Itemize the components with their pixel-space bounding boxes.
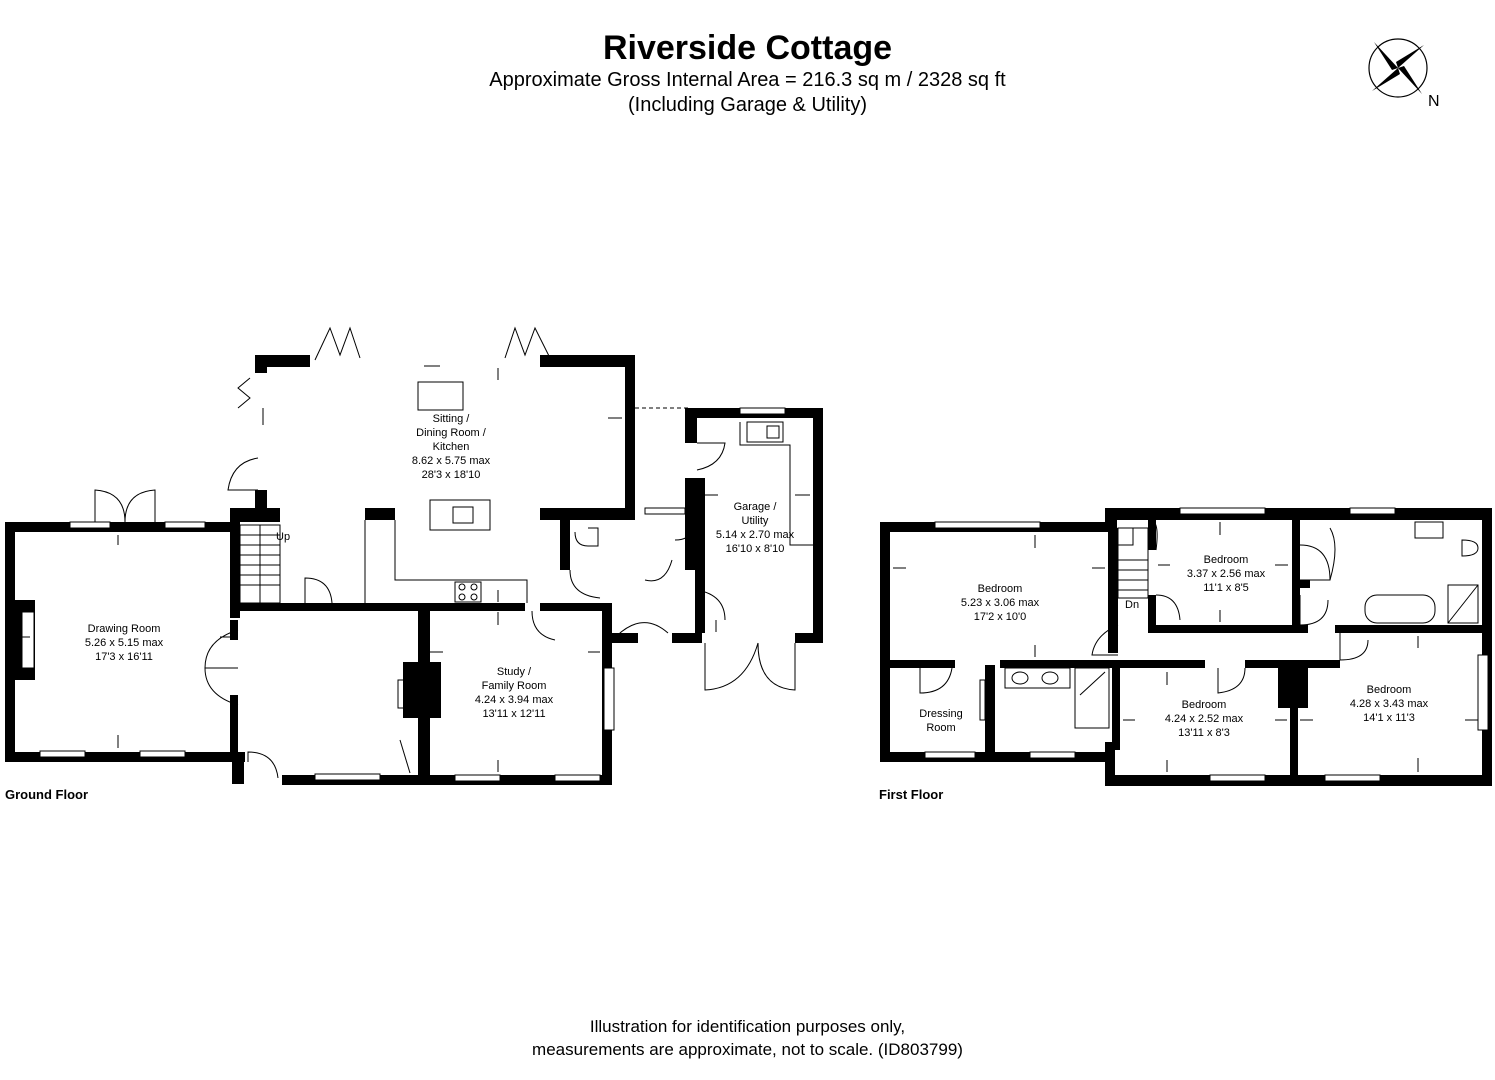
svg-text:Room: Room [926,722,955,734]
stairs-down-label: Dn [1125,599,1139,611]
svg-text:17'2 x 10'0: 17'2 x 10'0 [974,611,1027,623]
room-label-bedroom-1: Bedroom 5.23 x 3.06 max 17'2 x 10'0 [961,583,1040,623]
svg-text:4.24 x 3.94 max: 4.24 x 3.94 max [475,694,554,706]
svg-text:Bedroom: Bedroom [1204,554,1249,566]
svg-text:Bedroom: Bedroom [1182,699,1227,711]
first-floor-dimension-arrows [893,522,1478,772]
svg-text:5.26 x 5.15 max: 5.26 x 5.15 max [85,637,164,649]
first-floor-staircase: Dn [1117,527,1149,611]
first-floor-label: First Floor [879,787,943,802]
svg-text:5.23 x 3.06 max: 5.23 x 3.06 max [961,597,1040,609]
svg-text:Utility: Utility [742,515,769,527]
svg-text:Family Room: Family Room [482,680,547,692]
svg-text:Study /: Study / [497,666,532,678]
room-label-bedroom-2: Bedroom 3.37 x 2.56 max 11'1 x 8'5 [1187,554,1266,594]
room-label-study: Study / Family Room 4.24 x 3.94 max 13'1… [475,666,554,720]
svg-text:Bedroom: Bedroom [978,583,1023,595]
svg-text:11'1 x 8'5: 11'1 x 8'5 [1203,582,1249,594]
svg-text:16'10 x 8'10: 16'10 x 8'10 [726,543,785,555]
svg-text:8.62 x 5.75 max: 8.62 x 5.75 max [412,455,491,467]
svg-text:4.24 x 2.52 max: 4.24 x 2.52 max [1165,713,1244,725]
svg-text:Sitting /: Sitting / [433,413,471,425]
svg-text:Garage /: Garage / [734,501,778,513]
area-note: (Including Garage & Utility) [628,94,867,116]
svg-text:Dining Room /: Dining Room / [416,427,487,439]
room-label-garage: Garage / Utility 5.14 x 2.70 max 16'10 x… [716,501,795,555]
compass-icon: N [1368,38,1440,110]
compass-north-label: N [1428,93,1440,110]
room-label-bedroom-4: Bedroom 4.28 x 3.43 max 14'1 x 11'3 [1350,684,1429,724]
svg-text:Kitchen: Kitchen [433,441,470,453]
dimension-arrows [18,365,810,772]
svg-text:14'1 x 11'3: 14'1 x 11'3 [1363,712,1415,724]
svg-text:4.28 x 3.43 max: 4.28 x 3.43 max [1350,698,1429,710]
svg-text:Drawing Room: Drawing Room [88,623,161,635]
room-label-bedroom-3: Bedroom 4.24 x 2.52 max 13'11 x 8'3 [1165,699,1244,739]
stairs-up-label: Up [276,531,290,543]
ground-staircase: Up [239,524,290,604]
ground-floor-label: Ground Floor [5,787,88,802]
svg-text:13'11 x 12'11: 13'11 x 12'11 [482,708,545,720]
room-label-drawing: Drawing Room 5.26 x 5.15 max 17'3 x 16'1… [85,623,164,663]
svg-text:3.37 x 2.56 max: 3.37 x 2.56 max [1187,568,1266,580]
svg-text:Dressing: Dressing [919,708,962,720]
ground-floor-plan: Up [5,326,823,802]
room-label-sitting: Sitting / Dining Room / Kitchen 8.62 x 5… [412,413,491,481]
disclaimer-line-1: Illustration for identification purposes… [589,1017,906,1036]
svg-text:17'3 x 16'11: 17'3 x 16'11 [95,651,153,663]
svg-text:Bedroom: Bedroom [1367,684,1412,696]
svg-text:28'3 x 18'10: 28'3 x 18'10 [422,469,481,481]
first-floor-plan: Dn [879,507,1492,802]
area-subtitle: Approximate Gross Internal Area = 216.3 … [489,69,1006,91]
disclaimer-line-2: measurements are approximate, not to sca… [532,1040,963,1059]
svg-text:5.14 x 2.70 max: 5.14 x 2.70 max [716,529,795,541]
svg-text:13'11 x 8'3: 13'11 x 8'3 [1178,727,1230,739]
page-title: Riverside Cottage [602,29,893,67]
room-label-dressing: Dressing Room [919,708,962,734]
